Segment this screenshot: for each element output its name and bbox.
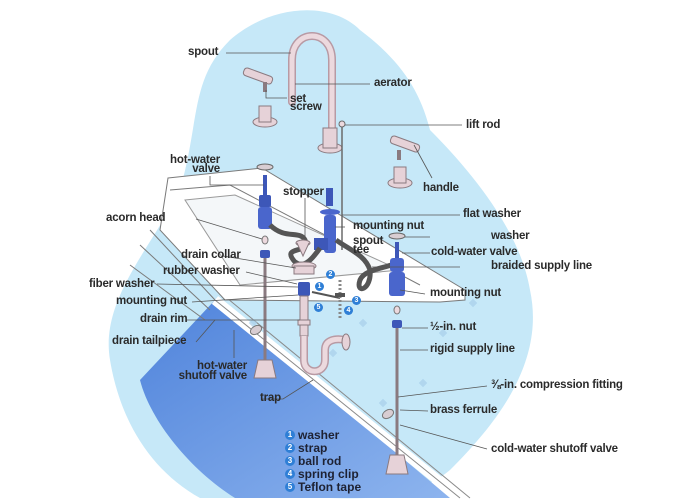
label-spout-tee-line1: spout — [353, 235, 384, 247]
label-set-screw-line2: screw — [290, 101, 322, 113]
label-mounting-nut-right: mounting nut — [430, 287, 502, 299]
legend-item: 1 washer — [285, 427, 361, 442]
label-stopper: stopper — [283, 186, 324, 198]
callout-4: 4 — [344, 306, 353, 315]
braided-hose-left — [268, 223, 323, 267]
label-hot-water-shutoff-line2: shutoff valve — [178, 370, 248, 382]
label-lift-rod: lift rod — [466, 119, 501, 131]
label-set-screw-line1: set — [290, 93, 307, 105]
label-cold-water-shutoff-valve: cold-water shutoff valve — [491, 443, 618, 455]
legend-number-badge: 2 — [285, 442, 295, 453]
label-rigid-supply-line: rigid supply line — [430, 343, 515, 355]
drain-collar — [291, 261, 317, 275]
label-flat-washer: flat washer — [463, 208, 521, 220]
hot-water-supply — [249, 235, 277, 379]
legend-number-badge: 5 — [285, 481, 295, 492]
legend-number-badge: 1 — [285, 429, 295, 440]
parts-legend: 1 washer 2 strap 3 ball rod 4 spring cli… — [285, 427, 362, 494]
label-spout: spout — [188, 46, 219, 58]
legend-label: ball rod — [298, 453, 342, 468]
legend-label: spring clip — [298, 466, 359, 481]
label-compression-fitting: ⅜-in. compression fitting — [491, 379, 623, 391]
callout-3: 3 — [352, 296, 361, 305]
label-drain-tailpiece: drain tailpiece — [112, 335, 187, 347]
label-rubber-washer: rubber washer — [163, 265, 240, 277]
label-acorn-head: acorn head — [106, 212, 166, 224]
cold-water-supply — [381, 305, 409, 475]
label-aerator: aerator — [374, 77, 412, 89]
label-washer: washer — [491, 230, 530, 242]
legend-label: washer — [298, 427, 340, 442]
label-brass-ferrule: brass ferrule — [430, 404, 498, 416]
callout-2: 2 — [326, 270, 335, 279]
label-handle: handle — [423, 182, 459, 194]
left-handle — [242, 67, 278, 128]
label-half-inch-nut: ½-in. nut — [430, 321, 477, 333]
legend-number-badge: 3 — [285, 455, 295, 466]
label-drain-collar: drain collar — [181, 249, 241, 261]
legend-item: 3 ball rod — [285, 453, 361, 468]
drain-tailpiece — [297, 282, 311, 337]
label-cold-water-valve: cold-water valve — [431, 246, 518, 258]
label-braided-supply-line: braided supply line — [491, 260, 592, 272]
legend-label: strap — [298, 440, 328, 455]
label-mounting-nut-top: mounting nut — [353, 220, 425, 232]
right-handle — [387, 135, 421, 189]
legend-item: 4 spring clip — [285, 466, 361, 481]
leader-lines — [156, 52, 488, 450]
pop-up-linkage — [311, 280, 345, 320]
legend-number-badge: 4 — [285, 468, 295, 479]
label-hot-water-valve-line2: valve — [192, 163, 220, 175]
spout-tee-assembly — [314, 188, 340, 253]
legend-item: 5 Teflon tape — [285, 479, 362, 494]
label-trap: trap — [260, 392, 281, 404]
label-hot-water-shutoff-line1: hot-water — [197, 360, 247, 372]
hot-water-valve — [256, 163, 274, 229]
stopper — [295, 239, 311, 258]
label-hot-water-valve-line1: hot-water — [170, 154, 220, 166]
label-mounting-nut-left: mounting nut — [116, 295, 188, 307]
callout-5: 5 — [314, 303, 323, 312]
label-fiber-washer: fiber washer — [89, 278, 155, 290]
label-spout-tee-line2: tee — [353, 244, 370, 256]
floor-band — [140, 300, 450, 498]
legend-label: Teflon tape — [298, 479, 362, 494]
label-drain-rim: drain rim — [140, 313, 188, 325]
braided-hose-right — [334, 237, 400, 292]
legend-item: 2 strap — [285, 440, 361, 455]
callout-1: 1 — [315, 282, 324, 291]
